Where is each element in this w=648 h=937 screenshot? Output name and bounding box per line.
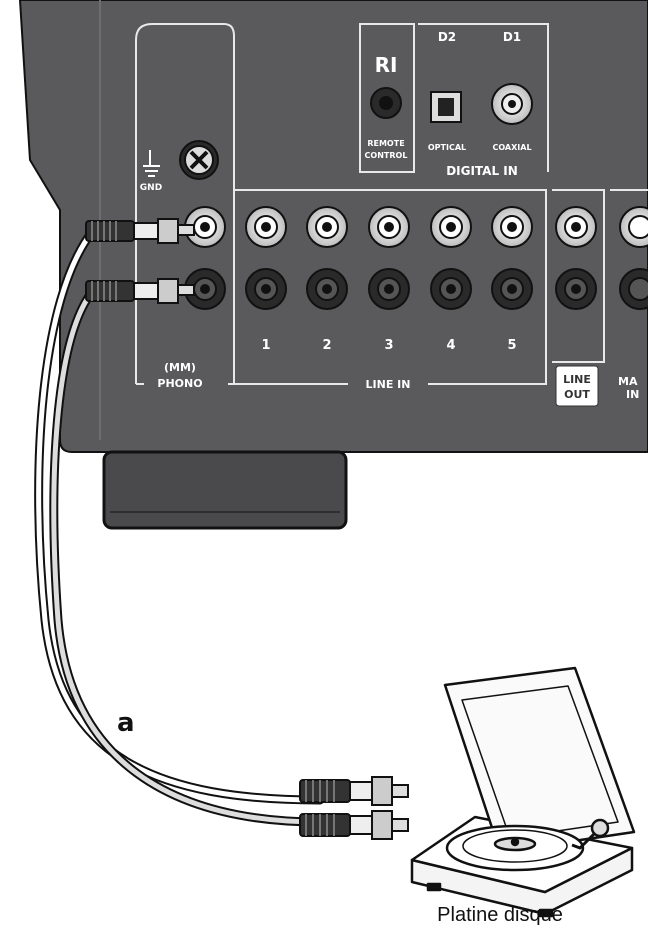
gnd-terminal: GND [140, 140, 219, 193]
phono-label-1: (MM) [164, 361, 196, 374]
line-out-label-1: LINE [563, 373, 591, 386]
line-in-jack-2-right [306, 268, 348, 310]
main-in-label-2: IN [626, 388, 639, 401]
d1-label: D1 [503, 30, 521, 44]
phono-label-2: PHONO [157, 377, 202, 390]
line-in-jack-3-left [368, 206, 410, 248]
line-in-jack-2-left [306, 206, 348, 248]
line-in-number-3: 3 [384, 338, 393, 353]
line-in-jacks [245, 206, 533, 310]
line-out-jacks [555, 206, 597, 310]
ground-symbol-icon [143, 150, 160, 177]
receiver-foot [102, 450, 348, 530]
rca-plug-end-bottom [299, 810, 409, 840]
remote-label-1: REMOTE [367, 139, 404, 148]
digital-in-group: D2 D1 OPTICAL COAXIAL DIGITAL IN [428, 30, 533, 178]
receiver-back-panel [18, 0, 648, 530]
rca-plug-end-top [299, 776, 409, 806]
line-in-jack-5-right [491, 268, 533, 310]
rca-plug-top [85, 218, 195, 244]
ri-logo: RI [375, 53, 398, 77]
line-in-jack-1-right [245, 268, 287, 310]
digital-in-label: DIGITAL IN [446, 164, 518, 178]
main-in-label-1: MA [618, 375, 638, 388]
line-in-jack-5-left [491, 206, 533, 248]
line-in-number-5: 5 [507, 338, 516, 353]
optical-label: OPTICAL [428, 143, 466, 152]
line-in-number-4: 4 [446, 338, 455, 353]
line-in-jack-4-right [430, 268, 472, 310]
remote-label-2: CONTROL [365, 151, 408, 160]
gnd-label: GND [140, 183, 162, 193]
coaxial-label: COAXIAL [492, 143, 531, 152]
line-in-jack-3-right [368, 268, 410, 310]
line-in-number-2: 2 [322, 338, 331, 353]
panel-frames [135, 23, 648, 385]
main-in-jacks [619, 206, 648, 310]
line-out-label-2: OUT [564, 388, 590, 401]
remote-control-jack: RI REMOTE CONTROL [365, 53, 408, 160]
d2-label: D2 [438, 30, 456, 44]
phono-jack-bottom [184, 268, 226, 310]
line-in-jack-1-left [245, 206, 287, 248]
line-in-number-1: 1 [261, 338, 270, 353]
rca-plug-bottom [85, 278, 195, 304]
line-in-jack-4-left [430, 206, 472, 248]
turntable-icon [410, 666, 636, 918]
turntable-caption: Platine disque [437, 904, 563, 926]
cable-label: a [117, 708, 135, 738]
rca-cable [34, 227, 325, 827]
line-in-label: LINE IN [366, 378, 411, 391]
line-out-box [555, 365, 599, 407]
